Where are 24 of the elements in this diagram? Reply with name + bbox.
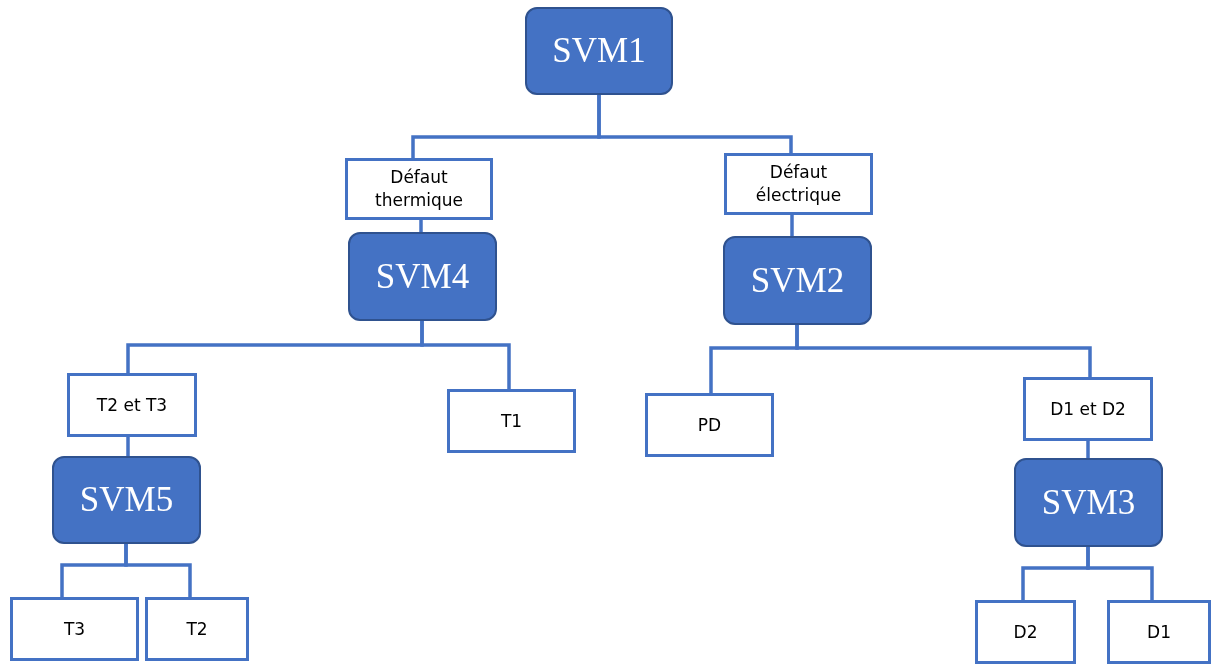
connector-line	[124, 544, 192, 597]
classifier-box: SVM4	[348, 232, 497, 321]
class-box: PD	[645, 393, 774, 457]
class-box: D2	[975, 600, 1076, 664]
class-box: T3	[10, 597, 139, 661]
connector-line	[419, 220, 423, 232]
class-box: D1	[1107, 600, 1211, 664]
connector-line	[795, 325, 1092, 377]
connector-line	[1086, 547, 1154, 600]
class-box: Défaut thermique	[345, 158, 493, 220]
class-box: T2 et T3	[67, 373, 197, 437]
connector-line	[597, 95, 793, 153]
class-box: T2	[145, 597, 249, 661]
connector-line	[420, 321, 511, 389]
connector-line	[790, 215, 794, 236]
class-box: T1	[447, 389, 576, 453]
connector-line	[126, 437, 130, 456]
classifier-box: SVM2	[723, 236, 872, 325]
connector-line	[1086, 441, 1090, 458]
classifier-box: SVM5	[52, 456, 201, 544]
classifier-box: SVM3	[1014, 458, 1163, 547]
class-box: Défaut électrique	[724, 153, 873, 215]
classifier-box: SVM1	[525, 7, 673, 95]
class-box: D1 et D2	[1023, 377, 1153, 441]
